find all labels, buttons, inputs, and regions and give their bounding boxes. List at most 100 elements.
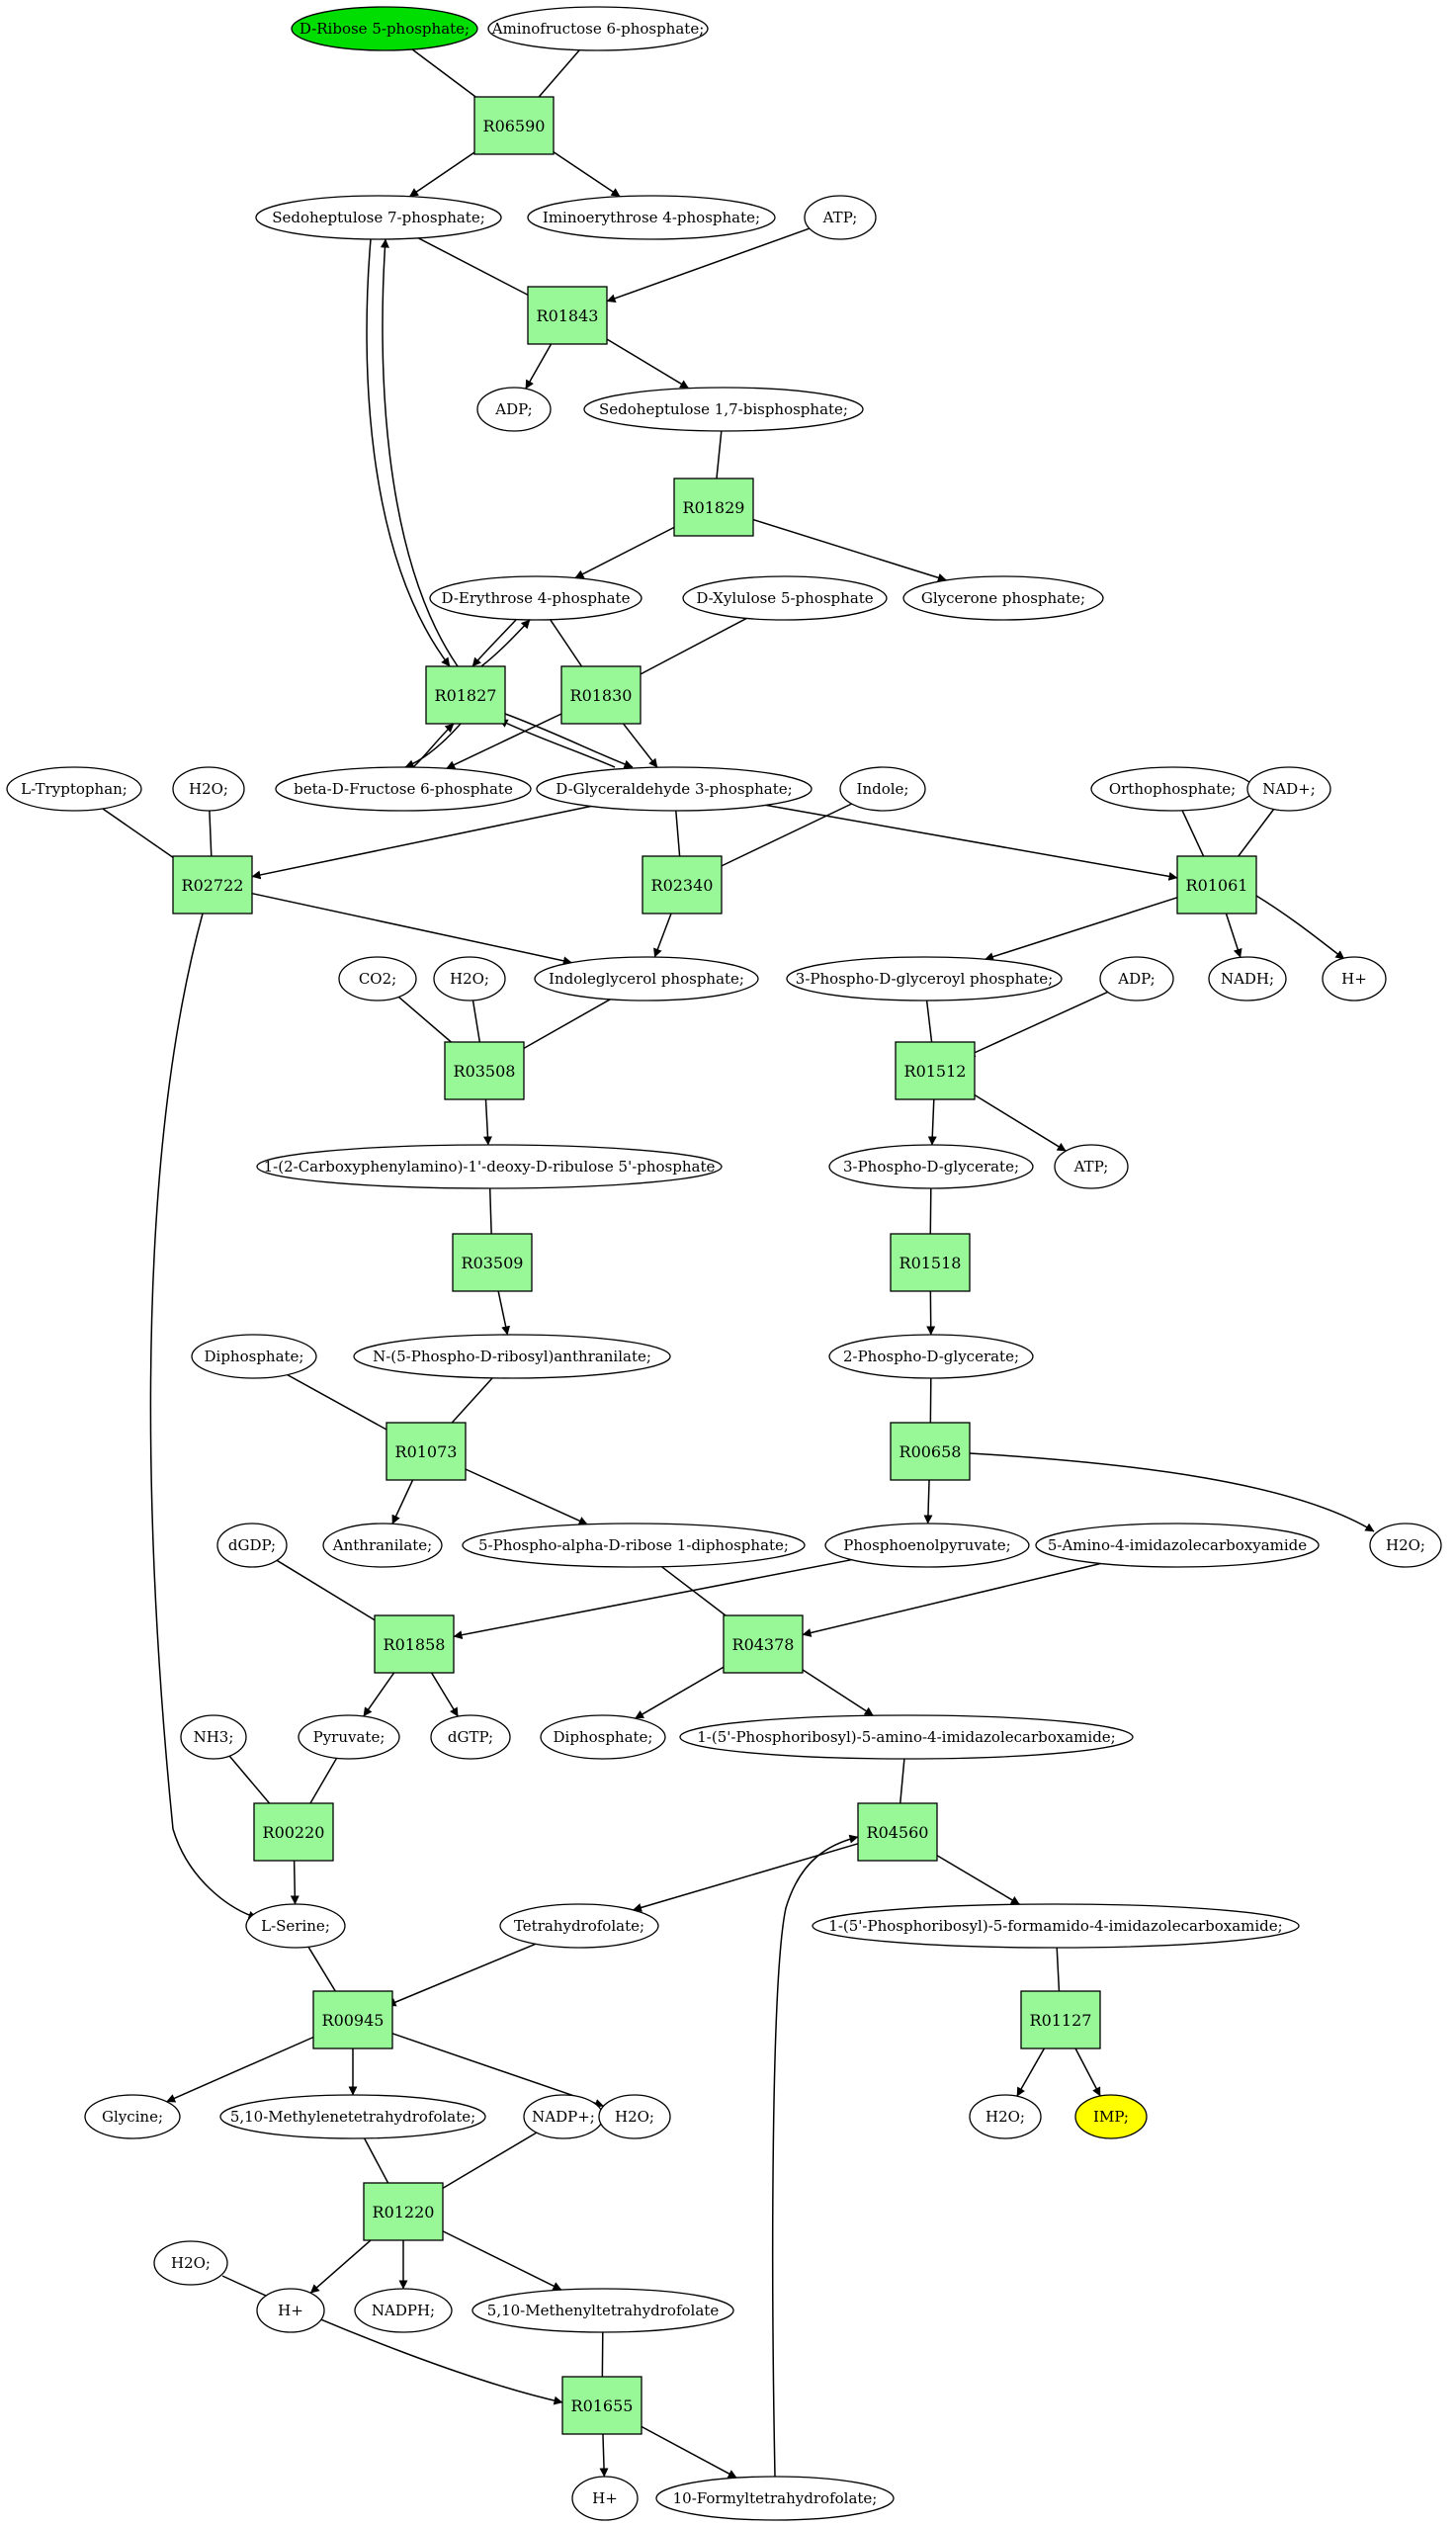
compound-node: CO2; bbox=[338, 956, 417, 1002]
compound-ellipse bbox=[298, 1714, 400, 1760]
edge-R04378-to-diph2 bbox=[635, 1657, 739, 1719]
compound-label: H2O; bbox=[171, 2254, 211, 2272]
compound-label: H2O; bbox=[1386, 1536, 1425, 1554]
edge-fthf-to-R04560 bbox=[771, 1834, 859, 2478]
compound-label: H+ bbox=[278, 2302, 303, 2319]
compound-node: 1-(2-Carboxyphenylamino)-1'-deoxy-D-ribu… bbox=[256, 1144, 723, 1189]
reaction-node: R01829 bbox=[673, 478, 754, 537]
edge-R04560-to-thf bbox=[633, 1843, 859, 1912]
compound-label: N-(5-Phospho-D-ribosyl)anthranilate; bbox=[373, 1348, 651, 1365]
compound-label: NAD+; bbox=[1262, 780, 1316, 798]
edge-R01512-to-atp2 bbox=[958, 1084, 1067, 1152]
compound-label: Orthophosphate; bbox=[1109, 780, 1236, 798]
compound-node: N-(5-Phospho-D-ribosyl)anthranilate; bbox=[353, 1334, 671, 1379]
compound-node: Indole; bbox=[839, 766, 926, 812]
compound-label: 5-Amino-4-imidazolecarboxyamide bbox=[1048, 1536, 1307, 1554]
compound-label: Tetrahydrofolate; bbox=[514, 1917, 644, 1935]
compound-node: 5,10-Methenyltetrahydrofolate bbox=[471, 2288, 734, 2333]
compound-node: Sedoheptulose 7-phosphate; bbox=[255, 195, 502, 240]
compound-ellipse bbox=[839, 766, 926, 812]
reaction-label: R01073 bbox=[395, 1442, 458, 1461]
reaction-node: R01512 bbox=[895, 1041, 976, 1100]
compound-node: 5-Phospho-alpha-D-ribose 1-diphosphate; bbox=[462, 1523, 806, 1568]
compound-node: D-Glyceraldehyde 3-phosphate; bbox=[536, 766, 813, 812]
edge-diph1-to-R01073 bbox=[287, 1373, 401, 1438]
compound-ellipse bbox=[598, 2094, 671, 2139]
reaction-box bbox=[385, 1422, 467, 1481]
compound-label: Glycerone phosphate; bbox=[921, 589, 1085, 607]
compound-label: 1-(5'-Phosphoribosyl)-5-formamido-4-imid… bbox=[828, 1917, 1282, 1935]
compound-ellipse bbox=[191, 1334, 317, 1379]
compound-ellipse bbox=[487, 6, 709, 51]
compound-ellipse bbox=[679, 1714, 1134, 1760]
compound-node: Tetrahydrofolate; bbox=[499, 1903, 659, 1949]
compound-label: 2-Phospho-D-glycerate; bbox=[843, 1348, 1019, 1365]
edge-thf-to-R00945 bbox=[386, 1943, 537, 2007]
reaction-label: R03508 bbox=[454, 1062, 516, 1081]
edge-R01655-to-fthf bbox=[628, 2418, 737, 2479]
edge-igp-to-R03508 bbox=[509, 999, 611, 1058]
compound-ellipse bbox=[1246, 766, 1331, 812]
compound-ellipse bbox=[499, 1903, 659, 1949]
compound-label: ADP; bbox=[1117, 970, 1155, 988]
compound-label: ATP; bbox=[1073, 1158, 1109, 1176]
edge-R01220-to-mthf bbox=[431, 2224, 562, 2291]
reaction-label: R01518 bbox=[899, 1254, 962, 1272]
edge-adp2-to-R01512 bbox=[966, 991, 1108, 1058]
reaction-label: R01827 bbox=[435, 686, 497, 705]
compound-node: dGTP; bbox=[430, 1714, 511, 1760]
compound-node: D-Xylulose 5-phosphate bbox=[682, 575, 888, 621]
compound-label: 5,10-Methylenetetrahydrofolate; bbox=[230, 2108, 475, 2126]
compound-ellipse bbox=[682, 575, 888, 621]
reaction-box bbox=[1020, 1990, 1101, 2049]
compound-node: H2O; bbox=[172, 766, 245, 812]
reaction-box bbox=[473, 96, 555, 155]
reaction-node: R01655 bbox=[561, 2376, 642, 2435]
compound-ellipse bbox=[322, 1523, 443, 1568]
reaction-node: R01073 bbox=[385, 1422, 467, 1481]
reaction-label: R01858 bbox=[384, 1635, 446, 1654]
compound-ellipse bbox=[1035, 1523, 1320, 1568]
compound-ellipse bbox=[1208, 956, 1287, 1002]
reaction-label: R04378 bbox=[732, 1635, 795, 1654]
compound-ellipse bbox=[1054, 1144, 1129, 1189]
compound-label: Indoleglycerol phosphate; bbox=[549, 970, 744, 988]
reaction-box bbox=[890, 1233, 971, 1292]
compound-label: NADP+; bbox=[532, 2108, 595, 2126]
compound-node: H+ bbox=[571, 2476, 639, 2521]
compound-node: H2O; bbox=[1369, 1523, 1442, 1568]
compound-label: 10-Formyltetrahydrofolate; bbox=[673, 2489, 878, 2507]
compound-label: beta-D-Fructose 6-phosphate bbox=[294, 780, 513, 798]
reaction-box bbox=[642, 855, 723, 915]
reaction-label: R01655 bbox=[571, 2396, 634, 2415]
reaction-label: R04560 bbox=[867, 1823, 929, 1842]
compound-node: Sedoheptulose 1,7-bisphosphate; bbox=[583, 387, 864, 432]
reaction-box bbox=[857, 1802, 938, 1862]
compound-node: H+ bbox=[1322, 956, 1387, 1002]
compound-node: 1-(5'-Phosphoribosyl)-5-amino-4-imidazol… bbox=[679, 1714, 1134, 1760]
compound-label: ATP; bbox=[822, 209, 858, 226]
compound-ellipse bbox=[354, 2288, 453, 2333]
compound-ellipse bbox=[828, 1144, 1034, 1189]
compound-label: Diphosphate; bbox=[554, 1728, 653, 1746]
reaction-label: R01843 bbox=[537, 306, 599, 325]
reaction-box bbox=[374, 1614, 455, 1674]
compound-label: IMP; bbox=[1093, 2108, 1129, 2126]
compound-node: H2O; bbox=[433, 956, 506, 1002]
compound-label: Glycine; bbox=[102, 2108, 163, 2126]
compound-ellipse bbox=[476, 387, 552, 432]
compound-node: 3-Phospho-D-glyceroyl phosphate; bbox=[786, 956, 1063, 1002]
compound-node: H2O; bbox=[598, 2094, 671, 2139]
edge-R01829-to-gnp bbox=[752, 518, 947, 582]
compound-node: ATP; bbox=[1054, 1144, 1129, 1189]
edge-s7p-to-R01827 bbox=[366, 238, 451, 667]
compound-node: Iminoerythrose 4-phosphate; bbox=[527, 195, 776, 240]
compound-ellipse bbox=[172, 766, 245, 812]
edge-R01061-to-h1 bbox=[1255, 895, 1345, 960]
edge-R02722-to-ser bbox=[149, 913, 258, 1920]
reaction-label: R01829 bbox=[683, 498, 745, 517]
reaction-node: R06590 bbox=[473, 96, 555, 155]
reaction-box bbox=[312, 1990, 393, 2049]
compound-node: D-Ribose 5-phosphate; bbox=[291, 6, 478, 51]
edge-R01827-to-f6p bbox=[404, 723, 462, 768]
